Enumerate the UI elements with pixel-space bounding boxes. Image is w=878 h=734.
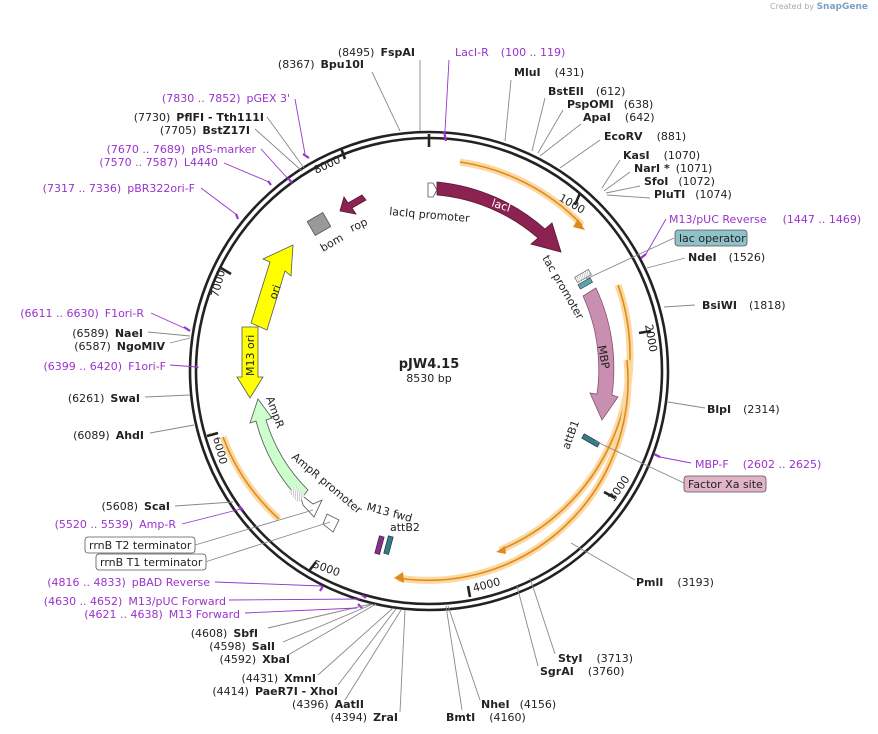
tick-label-2000: 2000 bbox=[642, 323, 660, 353]
attB1-label: attB1 bbox=[560, 418, 582, 451]
lac-operator-marker[interactable] bbox=[577, 277, 593, 290]
plasmid-name: pJW4.15 bbox=[399, 357, 460, 372]
ori-arrow[interactable] bbox=[250, 244, 294, 331]
primer-label[interactable]: (7670 .. 7689)pRS-marker bbox=[107, 143, 257, 156]
enzyme-label[interactable]: ApaI(642) bbox=[583, 111, 655, 124]
enzyme-label[interactable]: BlpI(2314) bbox=[707, 403, 780, 416]
boxed-feature-labels: lac operator Factor Xa site rrnB T2 term… bbox=[84, 229, 767, 571]
enzyme-label[interactable]: NheI(4156) bbox=[481, 698, 556, 711]
rop-arrow[interactable] bbox=[339, 194, 367, 215]
bom-label: bom bbox=[318, 231, 346, 254]
ori-label: ori bbox=[267, 283, 284, 301]
enzyme-label[interactable]: (8495)FspAI bbox=[338, 46, 415, 59]
attB2-marker[interactable] bbox=[383, 535, 394, 555]
tick-label-3000: 3000 bbox=[606, 473, 633, 503]
tick-label-8000: 8000 bbox=[312, 153, 343, 177]
bom-marker[interactable] bbox=[306, 212, 332, 236]
lacI-arrow[interactable] bbox=[436, 181, 562, 253]
MBP-label: MBP bbox=[595, 344, 612, 370]
enzyme-label[interactable]: StyI(3713) bbox=[558, 652, 633, 665]
enzyme-label[interactable]: (7730)PflFI - Tth111I bbox=[134, 111, 264, 124]
enzyme-label[interactable]: NarI *(1071) bbox=[634, 162, 712, 175]
plasmid-size: 8530 bp bbox=[406, 372, 451, 385]
rop-label: rop bbox=[348, 215, 370, 234]
tac-promoter-marker[interactable] bbox=[574, 268, 592, 284]
enzyme-label[interactable]: (6587)NgoMIV bbox=[74, 340, 165, 353]
primer-labels: LacI-R(100 .. 119) M13/pUC Reverse(1447 … bbox=[20, 46, 861, 621]
credit-prefix: Created by bbox=[770, 2, 815, 11]
primer-label[interactable]: (7830 .. 7852)pGEX 3' bbox=[162, 92, 290, 105]
enzyme-label[interactable]: (4396)AatII bbox=[292, 698, 364, 711]
AmpR-promoter-arrow[interactable] bbox=[299, 492, 323, 518]
enzyme-label[interactable]: (7705)BstZ17I bbox=[160, 124, 250, 137]
enzyme-label[interactable]: BstEII(612) bbox=[548, 85, 625, 98]
primer-label[interactable]: M13/pUC Reverse(1447 .. 1469) bbox=[669, 213, 861, 226]
tick-label-5000: 5000 bbox=[311, 558, 342, 580]
enzyme-label[interactable]: (4598)SalI bbox=[209, 640, 275, 653]
primer-label[interactable]: (4816 .. 4833)pBAD Reverse bbox=[47, 576, 210, 589]
factor-xa-box[interactable] bbox=[683, 475, 767, 493]
orf-arcs bbox=[219, 158, 634, 584]
primer-label[interactable]: (7317 .. 7336)pBR322ori-F bbox=[43, 182, 195, 195]
primer-label[interactable]: (4630 .. 4652)M13/pUC Forward bbox=[44, 595, 226, 608]
lacIq-promoter-arrow[interactable] bbox=[427, 182, 438, 198]
enzyme-label[interactable]: (4431)XmnI bbox=[242, 672, 316, 685]
primer-label[interactable]: (4621 .. 4638)M13 Forward bbox=[84, 608, 240, 621]
primer-label[interactable]: (7570 .. 7587)L4440 bbox=[99, 156, 218, 169]
attB2-label: attB2 bbox=[390, 521, 420, 534]
AmpR-hatch bbox=[288, 485, 306, 503]
enzyme-label[interactable]: MluI(431) bbox=[514, 66, 584, 79]
primer-label[interactable]: (5520 .. 5539)Amp-R bbox=[55, 518, 177, 531]
rrnB-T2-text: rrnB T2 terminator bbox=[89, 539, 192, 552]
AmpR-promoter-arrow-2[interactable] bbox=[322, 513, 340, 533]
enzyme-label[interactable]: (6589)NaeI bbox=[72, 327, 143, 340]
M13-fwd-marker[interactable] bbox=[374, 535, 385, 555]
factor-xa-text: Factor Xa site bbox=[688, 478, 763, 491]
enzyme-label[interactable]: (4608)SbfI bbox=[191, 627, 258, 640]
rrnB-T2-box[interactable] bbox=[84, 536, 196, 554]
primer-label[interactable]: LacI-R(100 .. 119) bbox=[455, 46, 565, 59]
enzyme-label[interactable]: SfoI(1072) bbox=[644, 175, 715, 188]
enzyme-label[interactable]: (4592)XbaI bbox=[220, 653, 290, 666]
enzyme-label[interactable]: (5608)ScaI bbox=[101, 500, 170, 513]
snapgene-logo: SnapGene bbox=[816, 2, 868, 12]
rrnB-T1-box[interactable] bbox=[95, 553, 207, 571]
enzyme-label[interactable]: KasI(1070) bbox=[623, 149, 700, 162]
lac-operator-text: lac operator bbox=[679, 232, 746, 245]
box-leaders bbox=[194, 237, 687, 563]
enzyme-labels: (8495)FspAI (8367)Bpu10I MluI(431) BstEI… bbox=[68, 46, 786, 724]
primer-label[interactable]: (6399 .. 6420)F1ori-F bbox=[44, 360, 167, 373]
primer-label[interactable]: (6611 .. 6630)F1ori-R bbox=[20, 307, 144, 320]
M13-ori-arrow[interactable] bbox=[236, 326, 264, 399]
primer-leaders bbox=[150, 59, 692, 614]
enzyme-label[interactable]: BmtI(4160) bbox=[446, 711, 526, 724]
enzyme-label[interactable]: (6089)AhdI bbox=[73, 429, 144, 442]
enzyme-leaders bbox=[144, 60, 706, 713]
AmpR-arrow[interactable] bbox=[249, 398, 309, 501]
enzyme-label[interactable]: (8367)Bpu10I bbox=[278, 58, 364, 71]
lacIq-promoter-label: lacIq promoter bbox=[389, 205, 471, 225]
scale-ticks bbox=[206, 134, 652, 598]
enzyme-label[interactable]: (6261)SwaI bbox=[68, 392, 140, 405]
lacI-label: lacI bbox=[490, 196, 512, 214]
attB1-marker[interactable] bbox=[581, 433, 601, 448]
enzyme-label[interactable]: BsiWI(1818) bbox=[702, 299, 786, 312]
snapgene-credit: Created by SnapGene bbox=[770, 2, 868, 12]
lac-operator-box[interactable] bbox=[674, 229, 748, 247]
M13-ori-label: M13 ori bbox=[244, 335, 257, 376]
enzyme-label[interactable]: EcoRV(881) bbox=[604, 130, 686, 143]
rrnB-T1-text: rrnB T1 terminator bbox=[100, 556, 203, 569]
enzyme-label[interactable]: PmlI(3193) bbox=[636, 576, 714, 589]
enzyme-label[interactable]: (4394)ZraI bbox=[331, 711, 399, 724]
enzyme-label[interactable]: SgrAI(3760) bbox=[540, 665, 624, 678]
enzyme-label[interactable]: NdeI(1526) bbox=[688, 251, 765, 264]
MBP-arrow[interactable] bbox=[582, 287, 619, 421]
enzyme-label[interactable]: (4414)PaeR7I - XhoI bbox=[212, 685, 338, 698]
tick-label-4000: 4000 bbox=[471, 575, 501, 595]
primer-label[interactable]: MBP-F(2602 .. 2625) bbox=[695, 458, 821, 471]
enzyme-label[interactable]: PspOMI(638) bbox=[567, 98, 653, 111]
enzyme-label[interactable]: PluTI(1074) bbox=[654, 188, 732, 201]
